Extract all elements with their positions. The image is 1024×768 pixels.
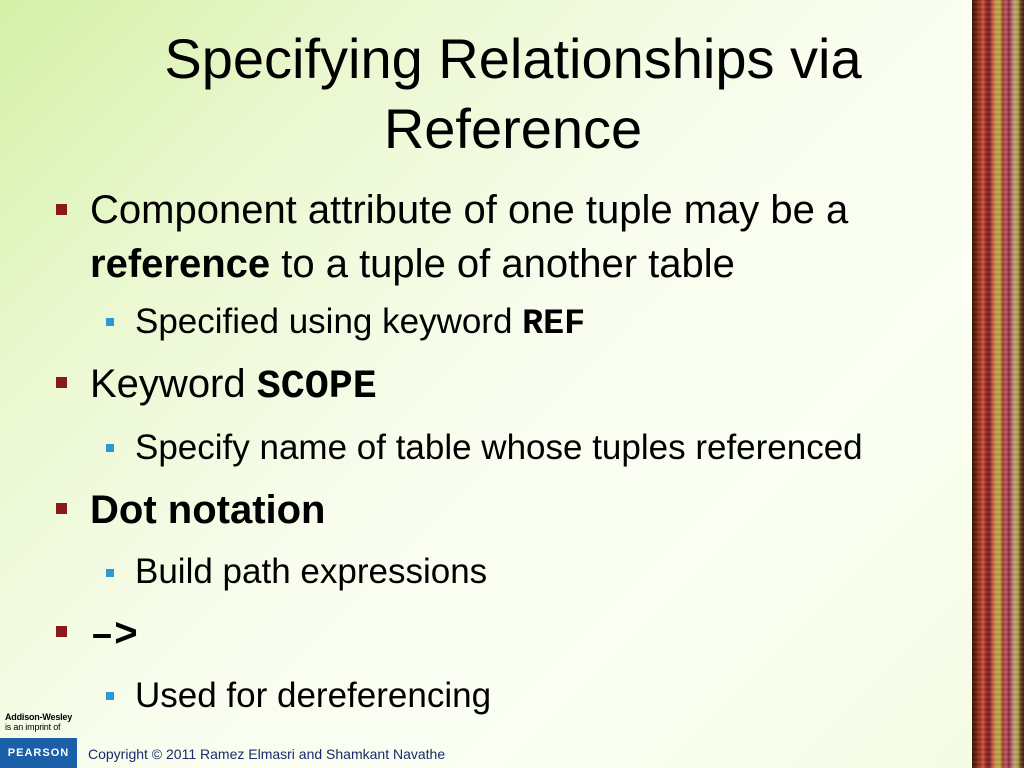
sub-bullet-square-icon (106, 692, 114, 700)
keyword-ref: REF (522, 304, 586, 344)
keyword-arrow: –> (90, 614, 139, 659)
bullet-square-icon (56, 503, 67, 514)
slide-title-line2: Reference (383, 97, 643, 160)
bullet-text: to a tuple of another table (270, 242, 735, 286)
bullet-dot-notation: Dot notation (90, 483, 326, 537)
bullet-text: Keyword (90, 362, 257, 406)
copyright-footer: Copyright © 2011 Ramez Elmasri and Shamk… (88, 746, 446, 762)
sub-bullet-dereferencing: Used for dereferencing (135, 674, 491, 718)
keyword-scope: SCOPE (256, 365, 377, 410)
bullet-keyword-scope: Keyword SCOPE (90, 357, 377, 415)
bullet-square-icon (56, 204, 67, 215)
sub-bullet-text: Specified using keyword (135, 302, 523, 341)
bullet-square-icon (56, 377, 67, 388)
sub-bullet-ref: Specified using keyword REF (135, 300, 585, 346)
sub-bullet-square-icon (106, 569, 114, 577)
bullet-square-icon (56, 626, 67, 637)
bullet-bold-term: reference (90, 242, 271, 286)
bullet-arrow-operator: –> (90, 606, 138, 664)
sub-bullet-text: Specify name of table whose tuples refer… (135, 428, 863, 467)
sub-bullet-text: Used for dereferencing (135, 676, 492, 715)
bullet-bold-text: Dot notation (90, 488, 326, 532)
pearson-logo: PEARSON (0, 738, 77, 768)
sub-bullet-square-icon (106, 444, 114, 452)
sub-bullet-square-icon (106, 318, 114, 326)
sub-bullet-text: Build path expressions (135, 552, 488, 591)
sub-bullet-specify-name: Specify name of table whose tuples refer… (135, 426, 863, 470)
decorative-stripe-panel (972, 0, 1024, 768)
bullet-component-attribute: Component attribute of one tuple may be … (90, 183, 848, 291)
slide-title-line1: Specifying Relationships via (164, 27, 862, 90)
slide-title: Specifying Relationships via Reference (60, 24, 966, 164)
logo-aw-line1: Addison-Wesley (5, 712, 73, 722)
bullet-text: Component attribute of one tuple may be … (90, 188, 849, 232)
logo-aw-line2: is an imprint of (5, 722, 61, 732)
sub-bullet-build-path: Build path expressions (135, 550, 487, 594)
slide-content: Component attribute of one tuple may be … (56, 183, 863, 718)
addison-wesley-logo: Addison-Wesley is an imprint of (5, 712, 72, 732)
